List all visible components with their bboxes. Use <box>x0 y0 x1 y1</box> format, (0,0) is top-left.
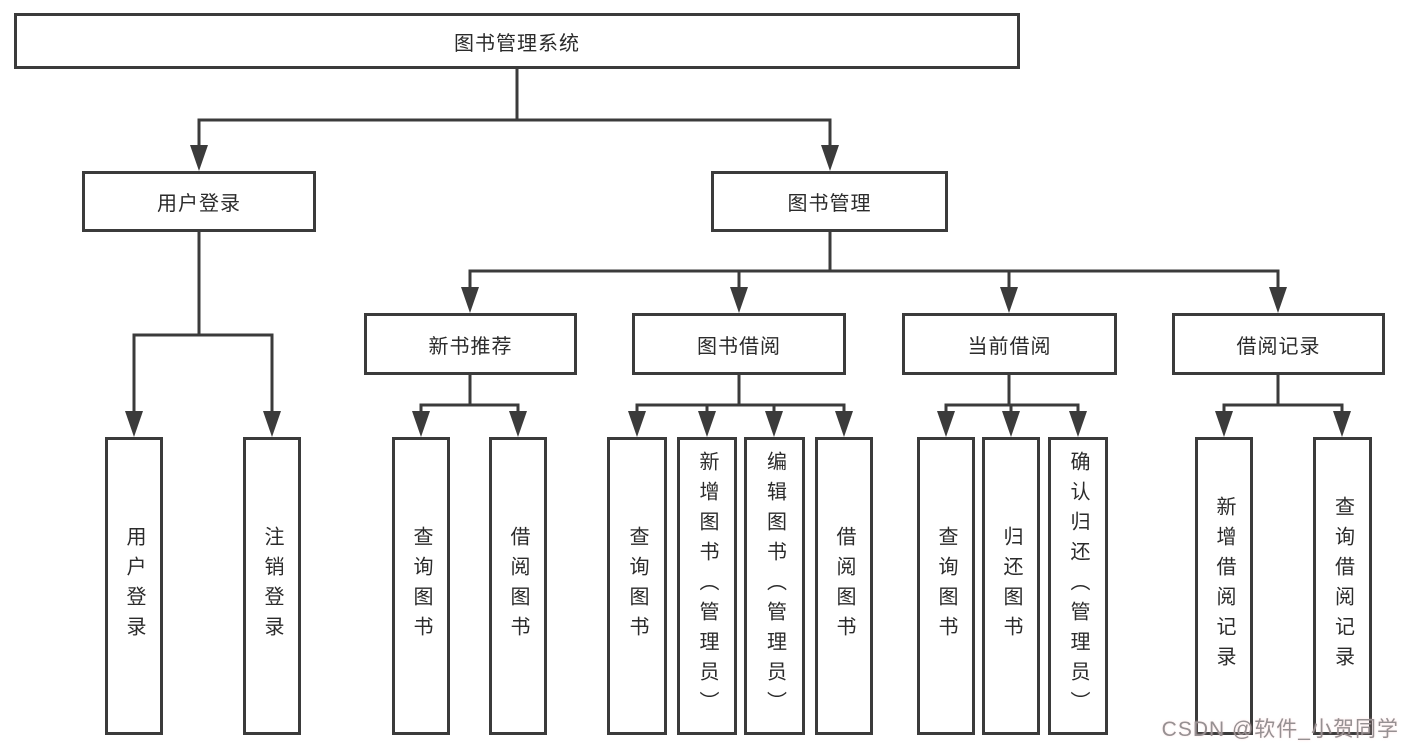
edge-userlogin-to-leaves <box>125 232 281 437</box>
leaf-newbook-query-books-label: 查询图书 <box>410 526 432 646</box>
arrowhead <box>628 411 646 437</box>
arrowhead <box>412 411 430 437</box>
arrowhead <box>190 145 208 171</box>
edge-line <box>1222 403 1344 413</box>
leaf-newbook-borrow-books-label: 借阅图书 <box>507 526 529 646</box>
leaf-current-query-books: 查询图书 <box>917 437 975 735</box>
edge-line <box>468 269 1280 289</box>
arrowhead <box>1269 287 1287 313</box>
edge-root-to-level2 <box>190 69 839 171</box>
leaf-user-login: 用户登录 <box>105 437 163 735</box>
node-root: 图书管理系统 <box>14 13 1020 69</box>
leaf-current-confirm-return-admin-label: 确认归还（管理员） <box>1067 451 1089 721</box>
leaf-current-return-books-label: 归还图书 <box>1000 526 1022 646</box>
arrowhead <box>937 411 955 437</box>
leaf-borrowing-add-books-admin-label: 新增图书（管理员） <box>696 451 718 721</box>
node-book-management: 图书管理 <box>711 171 948 232</box>
leaf-borrowing-borrow-books: 借阅图书 <box>815 437 873 735</box>
edge-bookmanagement-to-level3 <box>461 232 1287 313</box>
arrowhead <box>125 411 143 437</box>
arrowhead <box>1002 411 1020 437</box>
arrowhead <box>1000 287 1018 313</box>
edge-line <box>197 118 832 147</box>
arrowhead <box>698 411 716 437</box>
leaf-current-return-books: 归还图书 <box>982 437 1040 735</box>
leaf-records-add-record: 新增借阅记录 <box>1195 437 1253 735</box>
arrowhead <box>1215 411 1233 437</box>
arrowhead <box>263 411 281 437</box>
leaf-logout-login: 注销登录 <box>243 437 301 735</box>
leaf-current-query-books-label: 查询图书 <box>935 526 957 646</box>
edge-borrowingrecords-to-leaves <box>1215 375 1351 437</box>
csdn-watermark: CSDN @软件_小贺同学 <box>1161 718 1399 741</box>
arrowhead <box>730 287 748 313</box>
arrowhead <box>765 411 783 437</box>
arrowhead <box>835 411 853 437</box>
edge-line <box>419 403 520 413</box>
leaf-borrowing-edit-books-admin: 编辑图书（管理员） <box>744 437 805 735</box>
arrowhead <box>1069 411 1087 437</box>
leaf-records-add-record-label: 新增借阅记录 <box>1213 496 1235 676</box>
node-new-book-recommend: 新书推荐 <box>364 313 577 375</box>
leaf-records-query-record-label: 查询借阅记录 <box>1331 496 1354 676</box>
leaf-records-query-record: 查询借阅记录 <box>1313 437 1372 735</box>
leaf-newbook-borrow-books: 借阅图书 <box>489 437 547 735</box>
arrowhead <box>461 287 479 313</box>
node-current-borrowing: 当前借阅 <box>902 313 1117 375</box>
leaf-newbook-query-books: 查询图书 <box>392 437 450 735</box>
leaf-borrowing-query-books-label: 查询图书 <box>626 526 648 646</box>
edge-line <box>132 333 274 413</box>
leaf-user-login-label: 用户登录 <box>123 526 145 646</box>
leaf-borrowing-add-books-admin: 新增图书（管理员） <box>677 437 737 735</box>
node-book-borrowing: 图书借阅 <box>632 313 846 375</box>
edge-bookborrowing-to-leaves <box>628 375 853 437</box>
arrowhead <box>509 411 527 437</box>
leaf-current-confirm-return-admin: 确认归还（管理员） <box>1048 437 1108 735</box>
node-borrowing-records: 借阅记录 <box>1172 313 1385 375</box>
edge-line <box>635 403 846 413</box>
arrowhead <box>821 145 839 171</box>
node-user-login: 用户登录 <box>82 171 316 232</box>
leaf-borrowing-query-books: 查询图书 <box>607 437 667 735</box>
edge-currentborrowing-to-leaves <box>937 375 1087 437</box>
arrowhead <box>1333 411 1351 437</box>
edge-newbookrecommend-to-leaves <box>412 375 527 437</box>
leaf-borrowing-borrow-books-label: 借阅图书 <box>833 526 855 646</box>
leaf-logout-login-label: 注销登录 <box>261 526 283 646</box>
leaf-borrowing-edit-books-admin-label: 编辑图书（管理员） <box>763 451 786 721</box>
